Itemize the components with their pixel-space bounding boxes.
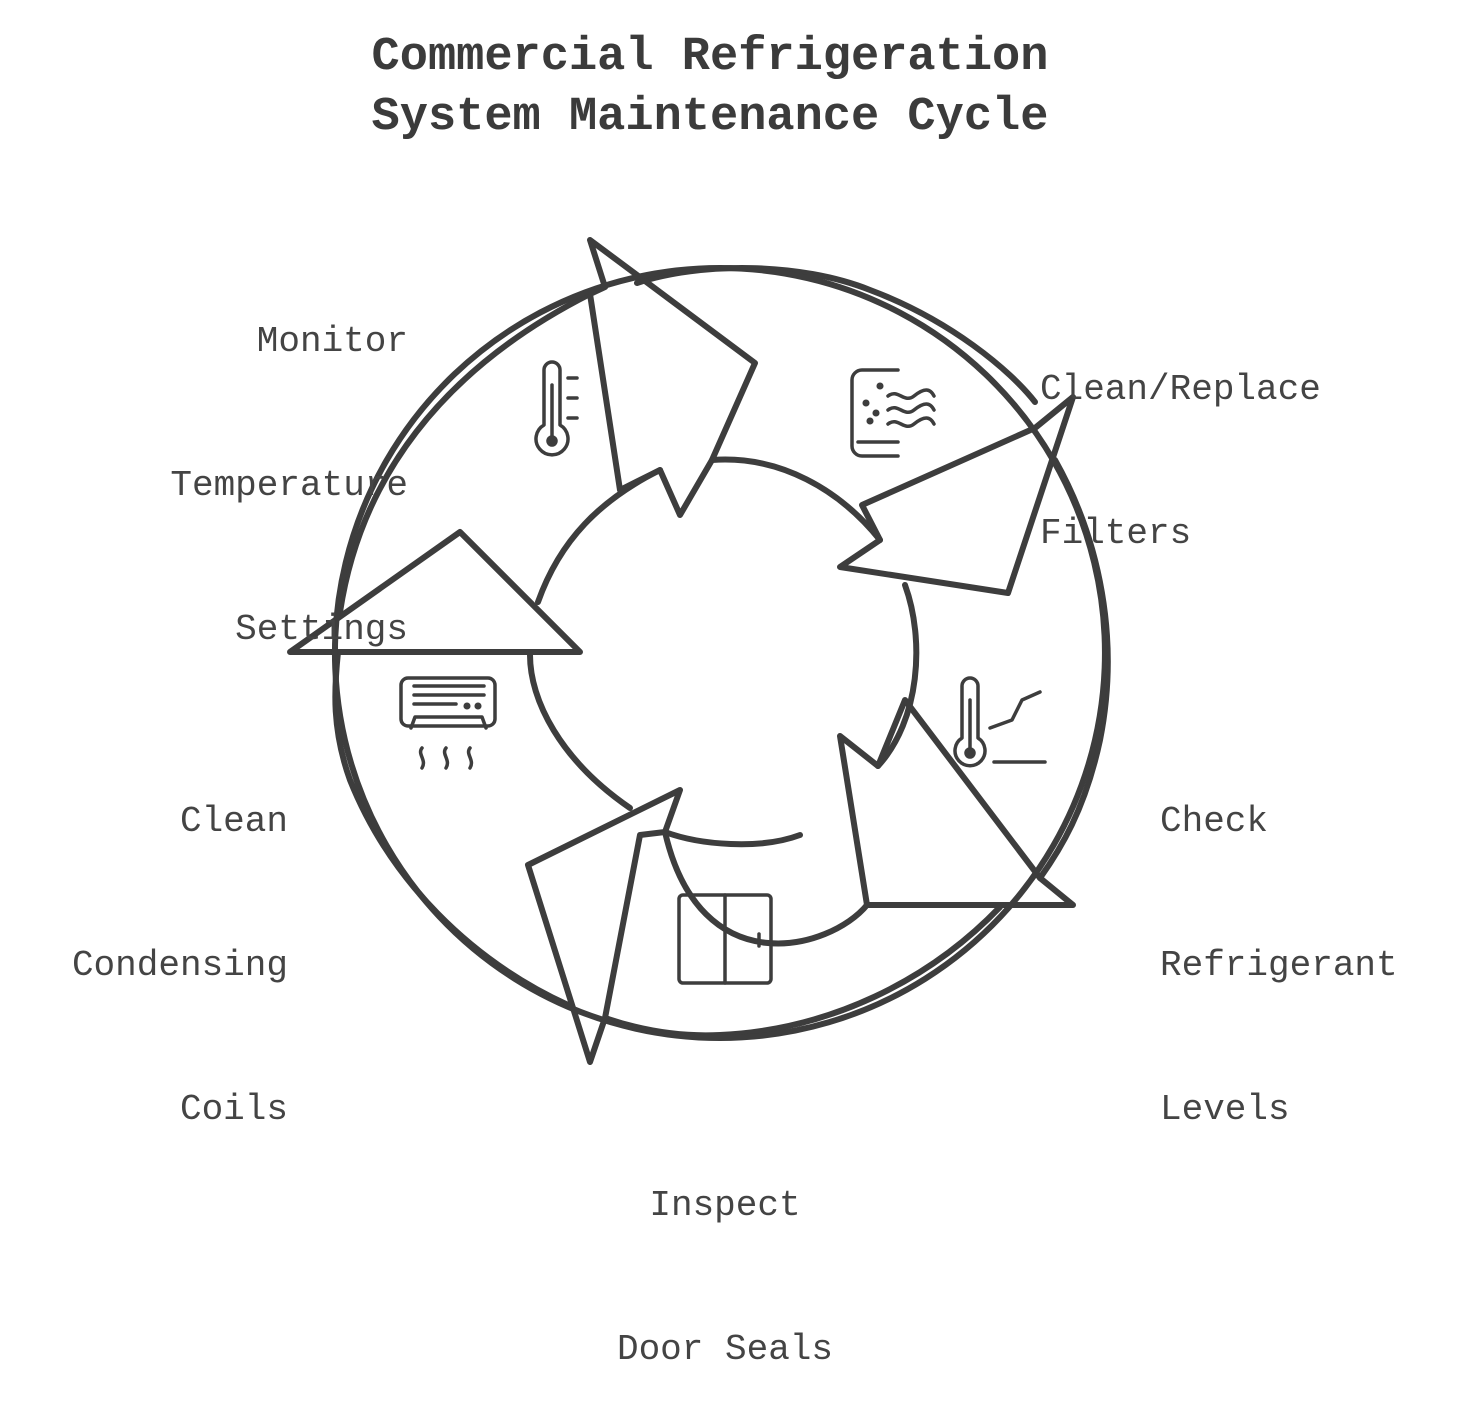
step-label-line: Condensing <box>71 945 288 986</box>
arrow-right-upper <box>837 394 1076 596</box>
inner-ring-bottom2 <box>662 829 803 848</box>
step-label-line: Settings <box>235 609 408 650</box>
page-title: Commercial Refrigeration System Maintena… <box>0 28 1420 148</box>
inner-ring-bottom <box>662 829 870 947</box>
thermometer-graph-icon <box>953 676 1047 768</box>
arrow-left <box>287 529 583 655</box>
filter-airflow-icon <box>850 368 936 458</box>
step-label-line: Temperature <box>170 465 408 506</box>
inner-ring-topleft <box>535 467 663 605</box>
step-label-condensing-coils: Clean Condensing Coils <box>40 702 288 1182</box>
step-label-line: Levels <box>1160 1089 1290 1130</box>
step-label-line: Refrigerant <box>1160 945 1398 986</box>
step-label-refrigerant: Check Refrigerant Levels <box>1160 702 1450 1182</box>
step-label-monitor-temperature: Monitor Temperature Settings <box>144 222 408 702</box>
step-label-filters: Clean/Replace Filters <box>1040 270 1370 606</box>
inner-ring-top <box>709 456 883 543</box>
step-label-line: Door Seals <box>616 1329 834 1370</box>
title-line-1: Commercial Refrigeration <box>371 31 1049 84</box>
step-label-line: Inspect <box>649 1185 801 1226</box>
step-label-door-seals: Inspect Door Seals <box>580 1086 870 1422</box>
outer-ring-topleft <box>337 291 593 615</box>
cycle-diagram <box>287 237 1111 1065</box>
step-label-line: Monitor <box>256 321 408 362</box>
step-label-line: Filters <box>1040 513 1192 554</box>
step-label-line: Clean/Replace <box>1040 369 1321 410</box>
thermometer-icon <box>534 360 579 457</box>
double-door-icon <box>677 893 773 985</box>
ac-unit-icon <box>399 676 497 770</box>
title-line-2: System Maintenance Cycle <box>371 91 1049 144</box>
step-label-line: Coils <box>179 1089 288 1130</box>
inner-ring-left <box>527 652 633 811</box>
step-label-line: Check <box>1160 801 1269 842</box>
step-label-line: Clean <box>179 801 288 842</box>
outer-ring-fill <box>331 265 1108 1041</box>
arrow-right-lower <box>837 697 1076 908</box>
inner-ring-right <box>875 582 920 769</box>
